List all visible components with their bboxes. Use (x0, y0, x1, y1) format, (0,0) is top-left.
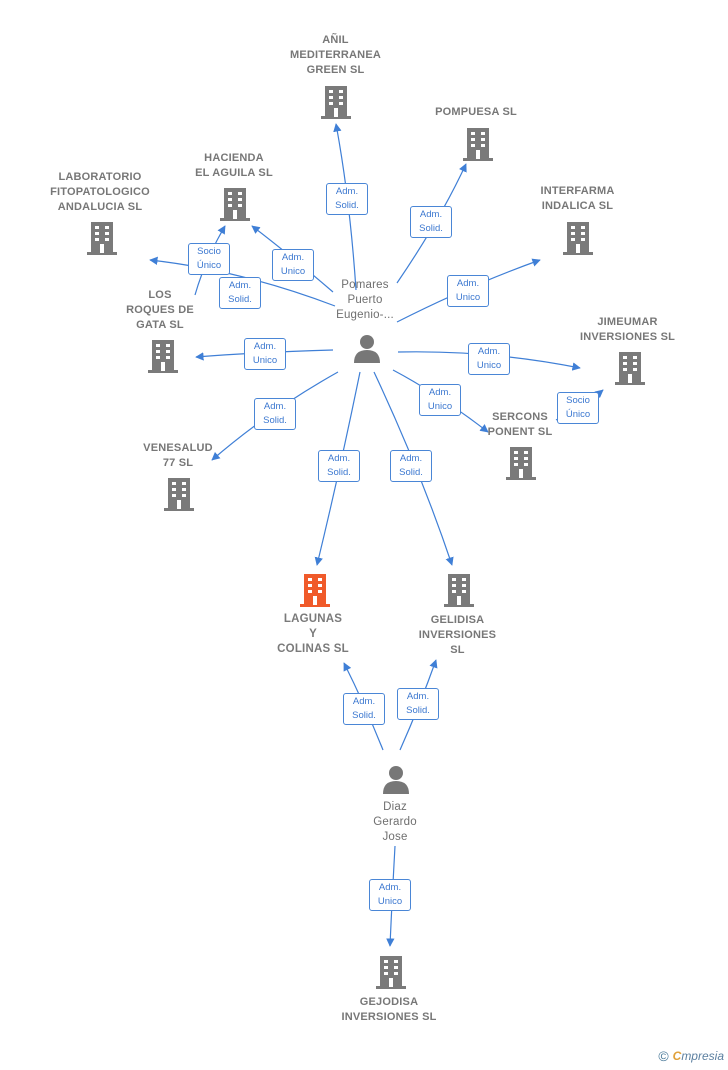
node-label-anil: AÑIL MEDITERRANEA GREEN SL (289, 34, 381, 76)
edge-label-jimeumar[interactable]: Adm. Unico (468, 343, 510, 375)
brand-logo: Cmpresia (672, 1049, 724, 1063)
node-label-jimeumar: JIMEUMAR INVERSIONES SL (579, 316, 676, 343)
building-icon[interactable] (444, 572, 474, 608)
node-label-pompuesa: POMPUESA SL (435, 106, 517, 118)
edge-label-gejodisa[interactable]: Adm. Unico (369, 879, 411, 911)
building-icon[interactable] (463, 126, 493, 162)
node-label-laboratorio: LABORATORIO FITOPATOLOGICO ANDALUCIA SL (50, 171, 150, 213)
node-label-gelidisa: GELIDISA INVERSIONES SL (418, 614, 497, 656)
person-icon[interactable] (381, 764, 411, 794)
edge-label-lagunas[interactable]: Adm. Solid. (318, 450, 360, 482)
node-label-gejodisa: GEJODISA INVERSIONES SL (341, 996, 437, 1023)
person-icon[interactable] (352, 333, 382, 363)
edge-label-diaz-lagunas[interactable]: Adm. Solid. (343, 693, 385, 725)
building-icon[interactable] (563, 220, 593, 256)
edge-label-anil[interactable]: Adm. Solid. (326, 183, 368, 215)
node-label-lagunas: LAGUNAS Y COLINAS SL (277, 613, 349, 655)
edge-lab-adm (149, 256, 336, 307)
building-icon[interactable] (321, 84, 351, 120)
node-label-sercons: SERCONS PONENT SL (487, 411, 553, 438)
edge-label-pompuesa[interactable]: Adm. Solid. (410, 206, 452, 238)
building-icon[interactable] (220, 186, 250, 222)
edge-label-jim-socio[interactable]: Socio Único (557, 392, 599, 424)
edge-label-losroques[interactable]: Adm. Unico (244, 338, 286, 370)
edge-label-interfarma[interactable]: Adm. Unico (447, 275, 489, 307)
building-icon[interactable] (506, 445, 536, 481)
node-label-losroques: LOS ROQUES DE GATA SL (126, 289, 194, 331)
node-label-interfarma: INTERFARMA INDALICA SL (540, 185, 615, 212)
building-icon[interactable] (87, 220, 117, 256)
footer-brand[interactable]: © Cmpresia (658, 1048, 724, 1064)
node-label-venesalud: VENESALUD 77 SL (143, 442, 213, 469)
building-icon-highlight[interactable] (300, 572, 330, 608)
edge-label-lab-socio[interactable]: Socio Único (188, 243, 230, 275)
copyright-icon: © (658, 1048, 669, 1064)
building-icon[interactable] (376, 954, 406, 990)
edge-label-venesalud[interactable]: Adm. Solid. (254, 398, 296, 430)
edge-label-lab-adm[interactable]: Adm. Solid. (219, 277, 261, 309)
edge-label-diaz-gelidisa[interactable]: Adm. Solid. (397, 688, 439, 720)
edge-label-sercons[interactable]: Adm. Unico (419, 384, 461, 416)
building-icon[interactable] (148, 338, 178, 374)
building-icon[interactable] (164, 476, 194, 512)
node-label-pomares: Pomares Puerto Eugenio-... (336, 279, 394, 321)
edge-label-gelidisa[interactable]: Adm. Solid. (390, 450, 432, 482)
edge-label-hacienda[interactable]: Adm. Unico (272, 249, 314, 281)
node-label-hacienda: HACIENDA EL AGUILA SL (195, 152, 273, 179)
node-label-diaz: Diaz Gerardo Jose (373, 801, 417, 843)
building-icon[interactable] (615, 350, 645, 386)
